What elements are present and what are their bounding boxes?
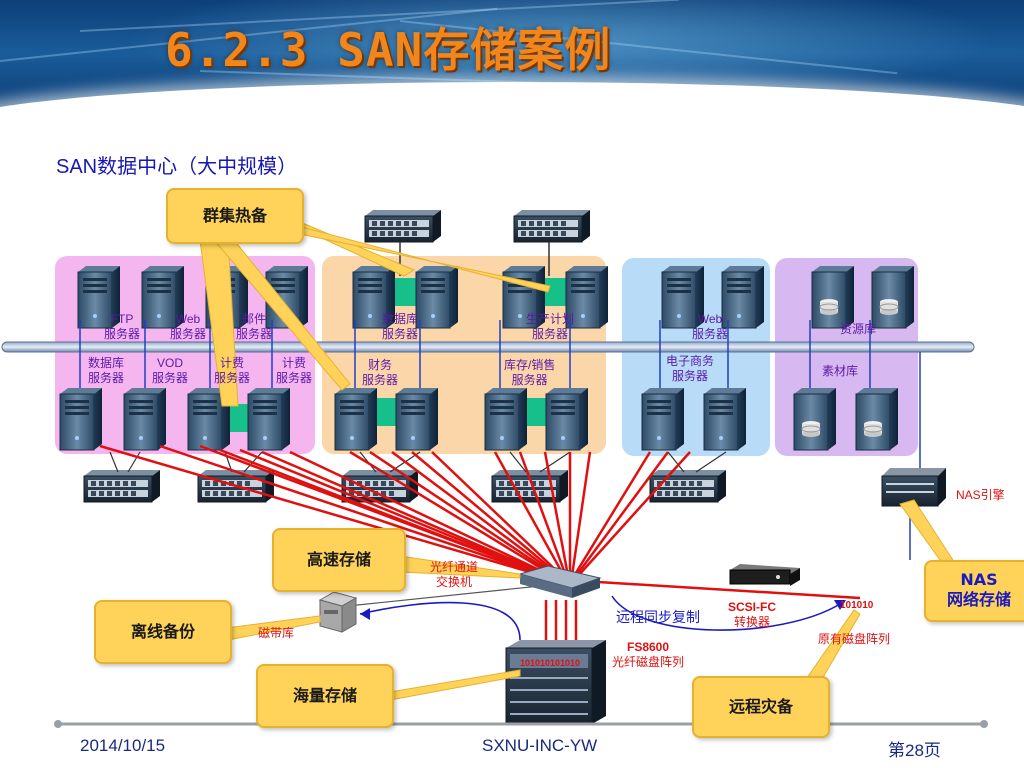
server-bot-vod: [123, 387, 167, 451]
label-bot-inv: 库存/销售服务器: [504, 358, 556, 387]
label-top-plan: 生产计划服务器: [526, 312, 575, 341]
server-bot-inv-a: [484, 387, 528, 451]
callout-nas: NAS 网络存储: [924, 560, 1024, 622]
server-bot-bill-b: [247, 387, 291, 451]
fiber-links: [99, 444, 861, 650]
server-top-res-b: [871, 265, 915, 329]
fs8600-array: [505, 640, 606, 725]
scsi-fc-converter: [729, 564, 800, 586]
callout-mass: 海量存储: [256, 664, 394, 728]
nas-engine: [881, 468, 946, 507]
label-top-mail: 邮件服务器: [236, 312, 273, 341]
lan-backbone: [1, 341, 975, 353]
footer-page: 第28页: [888, 741, 941, 760]
label-nas-engine: NAS引擎: [956, 488, 1005, 502]
server-top-web2-b: [721, 265, 765, 329]
callout-remote-dr: 远程灾备: [692, 676, 830, 738]
label-bot-fin: 财务服务器: [362, 358, 399, 387]
label-bot-bill-a: 计费服务器: [214, 356, 251, 385]
label-bot-ec: 电子商务服务器: [666, 354, 715, 383]
server-bot-db: [59, 387, 103, 451]
rack-bot-4: [491, 469, 569, 503]
remote-sync-arrow: [359, 601, 521, 641]
server-bot-mat-a: [793, 387, 837, 451]
slide-subtitle: SAN数据中心（大中规模）: [56, 156, 298, 178]
footer-center: SXNU-INC-YW: [482, 736, 598, 755]
slide-header: [0, 0, 1024, 118]
server-bot-inv-b: [545, 387, 589, 451]
callout-nas-line2: 网络存储: [946, 590, 1011, 609]
label-array-id: 101010: [840, 600, 874, 611]
fc-switch: [518, 565, 602, 598]
rack-bot-1: [83, 469, 161, 503]
server-top-res-a: [811, 265, 855, 329]
rack-top-1: [364, 209, 442, 243]
server-bot-ec-b: [703, 387, 747, 451]
label-tape: 磁带库: [258, 626, 295, 640]
tape-library: [318, 591, 358, 633]
callout-nas-line1: NAS: [960, 570, 998, 589]
label-top-db: 数据库服务器: [382, 312, 419, 341]
rack-top-2: [513, 209, 591, 243]
callout-offline: 离线备份: [94, 600, 232, 664]
label-bot-mat: 素材库: [822, 364, 859, 378]
label-bot-db: 数据库服务器: [88, 356, 125, 385]
server-top-db-b: [415, 265, 459, 329]
footer-date: 2014/10/15: [80, 736, 166, 755]
label-fc-switch: 光纤通道交换机: [430, 560, 479, 589]
label-top-res: 资源库: [840, 322, 877, 336]
server-bot-fin-a: [334, 387, 378, 451]
slide-title: 6.2.3 SAN存储案例: [165, 23, 612, 77]
rack-bot-5: [649, 469, 727, 503]
callout-cluster: 群集热备: [166, 188, 304, 244]
label-remote-sync: 远程同步复制: [616, 609, 700, 625]
label-bot-bill-b: 计费服务器: [276, 356, 313, 385]
label-orig-array: 原有磁盘阵列: [818, 632, 891, 646]
server-bot-fin-b: [395, 387, 439, 451]
callout-high-speed: 高速存储: [272, 528, 406, 592]
label-fs-display: 101010101010: [520, 658, 581, 668]
server-bot-mat-b: [855, 387, 899, 451]
server-bot-ec-a: [641, 387, 685, 451]
